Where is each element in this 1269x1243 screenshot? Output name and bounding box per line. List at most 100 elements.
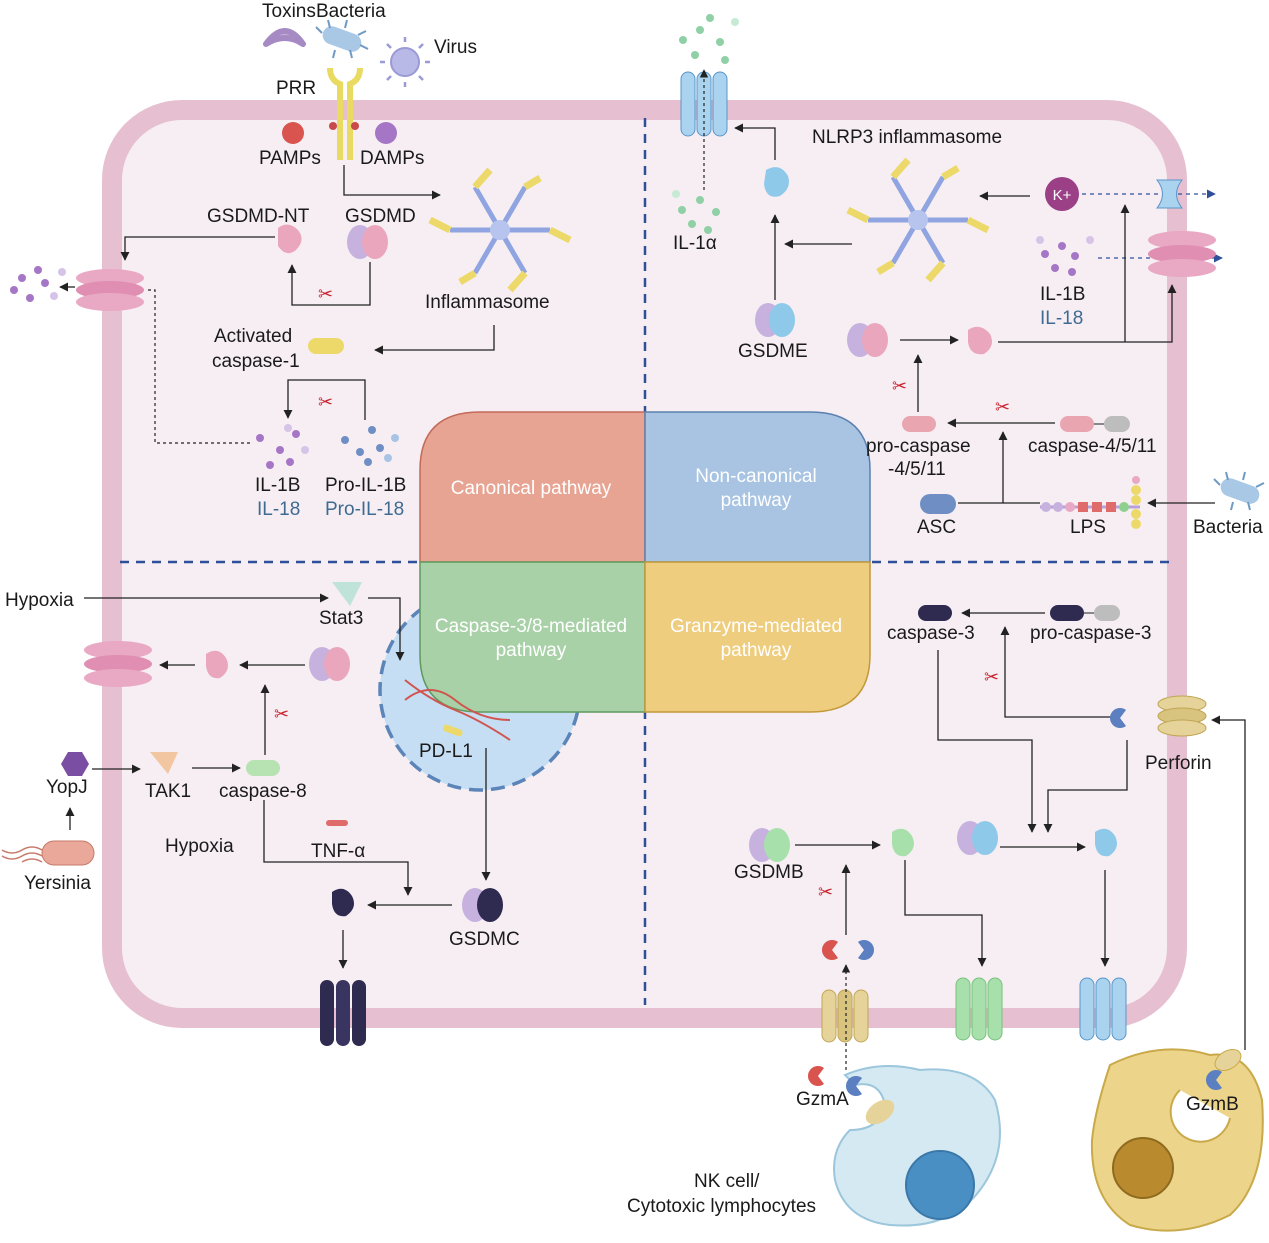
granzyme-label-1: Granzyme-mediated bbox=[670, 616, 842, 637]
granzyme-label-2: pathway bbox=[721, 640, 792, 661]
yersinia-icon bbox=[1, 840, 95, 866]
canonical-pathway-label: Canonical pathway bbox=[451, 478, 612, 499]
virus-icon bbox=[380, 37, 430, 87]
stat3-icon bbox=[332, 582, 362, 606]
il18-right-label: IL-18 bbox=[1040, 308, 1083, 329]
pro-caspase-icon bbox=[902, 416, 936, 432]
asc-label: ASC bbox=[917, 517, 956, 538]
granzyme-quadrant bbox=[644, 561, 871, 713]
gsdme-nt-bottom-icon bbox=[1095, 828, 1117, 857]
gsdme-label: GSDME bbox=[738, 341, 808, 362]
gzmb-label: GzmB bbox=[1186, 1094, 1239, 1115]
gsdmd-pore-right bbox=[1148, 231, 1216, 277]
k-plus-label: K+ bbox=[1053, 187, 1072, 204]
gsdmc-label: GSDMC bbox=[449, 929, 520, 950]
casp38-label-2: pathway bbox=[496, 640, 567, 661]
yopj-label: YopJ bbox=[46, 777, 88, 798]
inflammasome-label: Inflammasome bbox=[425, 292, 550, 313]
lps-icon bbox=[1040, 476, 1141, 529]
released-il1a-dots bbox=[679, 14, 739, 64]
gsdmd-label: GSDMD bbox=[345, 206, 416, 227]
pro-caspase3-label: pro-caspase-3 bbox=[1030, 623, 1151, 644]
gsdmb-label: GSDMB bbox=[734, 862, 804, 883]
nk-label-2: Cytotoxic lymphocytes bbox=[627, 1196, 816, 1217]
il18-label: IL-18 bbox=[257, 499, 300, 520]
gzma-inside-icon bbox=[822, 939, 838, 960]
scissors-icon: ✂ bbox=[818, 882, 833, 902]
casp38-label-1: Caspase-3/8-mediated bbox=[435, 616, 627, 637]
pro-caspase3-icon bbox=[1050, 605, 1120, 621]
damps-icon bbox=[375, 122, 397, 144]
bacteria-right-label: Bacteria bbox=[1193, 517, 1263, 538]
asc-icon bbox=[920, 494, 956, 514]
perforin-bottom-icon bbox=[821, 989, 869, 1043]
pd-l1-icon bbox=[443, 724, 463, 737]
yersinia-label: Yersinia bbox=[24, 873, 91, 894]
nk-nucleus-icon bbox=[905, 1150, 975, 1220]
gsdmc-icon bbox=[462, 888, 503, 922]
prr-receptor-icon bbox=[327, 67, 363, 160]
bacteria-label: Bacteria bbox=[316, 1, 386, 22]
gsdmd-nt-right-icon bbox=[968, 326, 992, 355]
dna-icon bbox=[404, 679, 511, 741]
tnf-a-label: TNF-α bbox=[311, 841, 365, 862]
caspase1-label: caspase-1 bbox=[212, 351, 300, 372]
granule-icon bbox=[865, 1099, 895, 1125]
il1b-label: IL-1B bbox=[255, 475, 300, 496]
gsdmd-icon bbox=[347, 225, 388, 259]
il1a-label: IL-1α bbox=[673, 233, 717, 254]
gsdmd-pore-left bbox=[76, 269, 144, 311]
noncanonical-label-1: Non-canonical bbox=[695, 466, 816, 487]
il1b-il18-icon bbox=[256, 424, 309, 469]
scissors-icon: ✂ bbox=[892, 376, 907, 396]
pro-il1b-label: Pro-IL-1B bbox=[325, 475, 406, 496]
pamps-icon bbox=[282, 122, 304, 144]
pd-l1-label: PD-L1 bbox=[419, 741, 473, 762]
yopj-icon bbox=[61, 752, 89, 776]
center-pathway-panel: Canonical pathway Non-canonical pathway … bbox=[419, 411, 871, 713]
il1b-il18-right-icon bbox=[1036, 236, 1094, 276]
gsdmb-icon bbox=[749, 828, 790, 862]
toxins-icon bbox=[263, 28, 306, 47]
noncanonical-label-2: pathway bbox=[721, 490, 792, 511]
scissors-icon: ✂ bbox=[995, 397, 1010, 417]
gsdmc-nt-icon bbox=[332, 888, 354, 917]
gsdme-nt-icon bbox=[764, 167, 789, 197]
gzmb-icon bbox=[1206, 1070, 1222, 1090]
lps-label: LPS bbox=[1070, 517, 1106, 538]
caspase8-label: caspase-8 bbox=[219, 781, 307, 802]
canonical-quadrant bbox=[419, 411, 646, 563]
nlrp3-label: NLRP3 inflammasome bbox=[812, 127, 1002, 148]
perforin-icon bbox=[1157, 695, 1207, 737]
caspase-4511-label: caspase-4/5/11 bbox=[1028, 436, 1157, 457]
released-cytokines-left bbox=[10, 266, 66, 302]
pro-caspase-label-2: -4/5/11 bbox=[888, 459, 946, 480]
cytotoxic-nucleus-icon bbox=[1112, 1137, 1174, 1199]
gsdme-pore-bottom-icon bbox=[1079, 977, 1127, 1041]
granule-right-icon bbox=[1214, 1049, 1242, 1071]
gsdme-bottom-icon bbox=[957, 821, 998, 855]
tnf-a-icon bbox=[326, 820, 348, 826]
bacteria-icon bbox=[315, 19, 369, 59]
gsdmd-right-icon bbox=[847, 323, 888, 357]
gsdmd-nt-icon bbox=[278, 224, 302, 254]
nlrp3-inflammasome-icon bbox=[846, 157, 990, 283]
caspase3-icon bbox=[918, 605, 952, 621]
gzma-icon bbox=[807, 1066, 824, 1087]
potassium-channel-icon bbox=[1155, 179, 1184, 209]
inflammasome-icon bbox=[428, 167, 572, 293]
caspase8-icon bbox=[246, 760, 280, 776]
gzmb-pair-icon bbox=[858, 939, 874, 960]
gsdmb-pore-icon bbox=[955, 977, 1003, 1041]
gsdmd-nt-bottom-icon bbox=[206, 650, 228, 679]
scissors-icon: ✂ bbox=[274, 704, 289, 724]
gsdmd-pore-bottom-left bbox=[84, 641, 152, 687]
gsdmc-pore-icon bbox=[320, 980, 366, 1046]
virus-label: Virus bbox=[434, 37, 477, 58]
pro-il1b-il18-icon bbox=[341, 426, 399, 466]
pro-caspase-label-1: pro-caspase bbox=[866, 436, 971, 457]
prr-to-inflammasome-arrow bbox=[343, 165, 441, 200]
scissors-icon: ✂ bbox=[318, 392, 333, 412]
tak1-label: TAK1 bbox=[145, 781, 191, 802]
